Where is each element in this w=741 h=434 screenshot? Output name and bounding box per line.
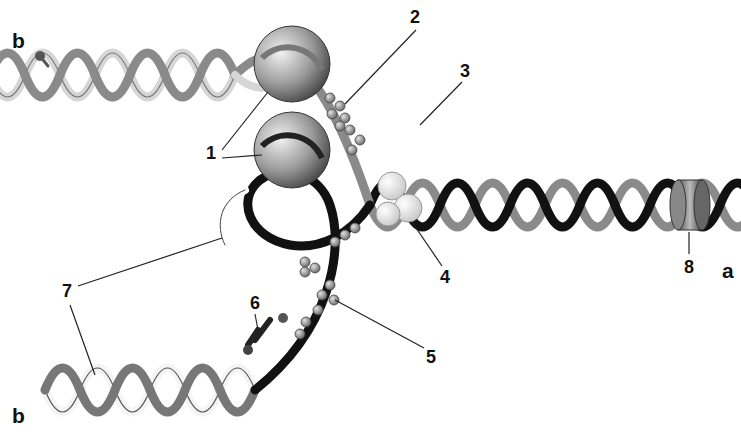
callout-number: 5 [426, 348, 436, 366]
callout-number: 8 [684, 258, 694, 276]
end-letter: b [12, 30, 25, 51]
callout-number: 2 [410, 8, 420, 26]
clamp-ring [670, 180, 710, 230]
helicase [376, 172, 422, 226]
callout-number: 6 [250, 294, 260, 312]
callout-number: 4 [440, 268, 450, 286]
end-letter: a [722, 260, 734, 281]
polymerase [254, 26, 330, 188]
callout-number: 7 [62, 282, 72, 300]
lagging-daughter-helix [45, 172, 370, 412]
end-letter: b [12, 405, 25, 426]
ssb-beads [295, 93, 365, 339]
callout-number: 3 [460, 62, 470, 80]
leader-lines [70, 30, 689, 375]
callout-number: 1 [206, 144, 216, 162]
